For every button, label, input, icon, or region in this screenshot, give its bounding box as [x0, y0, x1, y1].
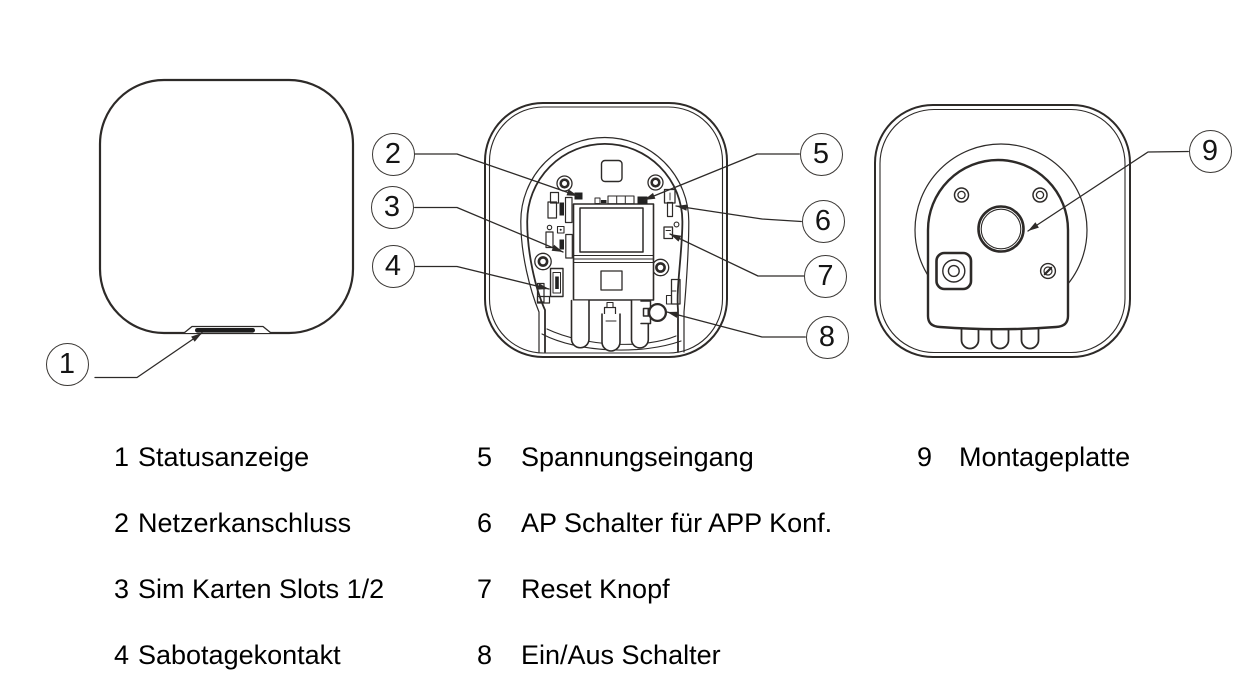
cable-hole: [977, 205, 1025, 253]
legend-item-reset-knopf: 7 Reset Knopf: [477, 573, 670, 605]
legend-label: Reset Knopf: [521, 574, 670, 604]
front-view-drawing: [98, 78, 355, 335]
legend-item-sabotagekontakt: 4 Sabotagekontakt: [114, 639, 341, 671]
power-input: [637, 196, 648, 204]
legend-number: 4: [114, 640, 130, 670]
legend-item-sim-karten-slots: 3 Sim Karten Slots 1/2: [114, 573, 384, 605]
status-led-indicator: [183, 325, 272, 334]
legend-number: 8: [477, 640, 493, 670]
callout-1-number: 1: [58, 347, 76, 380]
mounting-plate: [926, 158, 1070, 331]
legend-label: Sabotagekontakt: [138, 640, 341, 670]
legend-item-netzerkanschluss: 2 Netzerkanschluss: [114, 507, 351, 539]
legend-number: 1: [114, 442, 130, 472]
legend-number: 3: [114, 574, 130, 604]
legend-label: Statusanzeige: [138, 442, 310, 472]
callout-8-number: 8: [818, 320, 836, 353]
legend-label: Montageplatte: [959, 442, 1131, 472]
legend-number: 9: [917, 442, 933, 472]
legend-label: Netzerkanschluss: [138, 508, 352, 538]
sim-card-slots: [545, 191, 573, 259]
callout-9-number: 9: [1201, 134, 1219, 167]
terminal-block: [607, 195, 635, 205]
legend-number: 2: [114, 508, 130, 538]
pcb-assembly: [572, 192, 655, 301]
label-window: [579, 207, 644, 253]
legend-item-ein-aus-schalter: 8 Ein/Aus Schalter: [477, 639, 721, 671]
callout-leader-lines: [94, 150, 1189, 379]
legend-label: AP Schalter für APP Konf.: [521, 508, 833, 538]
top-notch: [600, 159, 623, 183]
compartment-rim: [520, 136, 690, 353]
callout-4: 4: [371, 245, 415, 288]
callout-2: 2: [371, 132, 415, 176]
mounting-tabs: [570, 299, 652, 352]
callout-2-number: 2: [384, 137, 402, 170]
legend-item-ap-schalter: 6 AP Schalter für APP Konf.: [477, 507, 832, 539]
legend-label: Spannungseingang: [521, 442, 754, 472]
legend-label: Sim Karten Slots 1/2: [138, 574, 385, 604]
mounting-plate-view-drawing: [874, 104, 1131, 358]
legend-item-statusanzeige: 1 Statusanzeige: [114, 441, 309, 473]
callout-8: 8: [805, 315, 849, 359]
callout-7: 7: [804, 254, 847, 298]
legend-item-montageplatte: 9 Montageplatte: [917, 441, 1130, 473]
callout-3-number: 3: [383, 191, 401, 223]
callout-4-number: 4: [384, 250, 402, 282]
sim-slot-2: [565, 233, 573, 259]
legend-number: 6: [477, 508, 493, 538]
back-view-open-drawing: [484, 102, 728, 358]
callout-9: 9: [1188, 129, 1232, 173]
power-button: [647, 302, 668, 323]
screw-icon: [534, 174, 670, 277]
sim-slot-1: [564, 196, 573, 224]
tamper-contact: [536, 267, 564, 304]
plate-screw-icon: [1039, 262, 1057, 280]
legend-number: 5: [477, 442, 493, 472]
callout-6: 6: [801, 200, 845, 243]
legend-label: Ein/Aus Schalter: [521, 640, 721, 670]
legend-number: 7: [477, 574, 493, 604]
callout-6-number: 6: [814, 205, 832, 237]
callout-5: 5: [799, 132, 843, 176]
callout-7-number: 7: [817, 259, 834, 292]
legend-item-spannungseingang: 5 Spannungseingang: [477, 441, 754, 473]
callout-5-number: 5: [812, 137, 830, 170]
reset-button: [663, 221, 680, 240]
screw-hole-icon: [953, 187, 1048, 203]
callout-1: 1: [45, 342, 89, 386]
keyhole-mount: [935, 251, 973, 291]
callout-3: 3: [370, 186, 414, 229]
